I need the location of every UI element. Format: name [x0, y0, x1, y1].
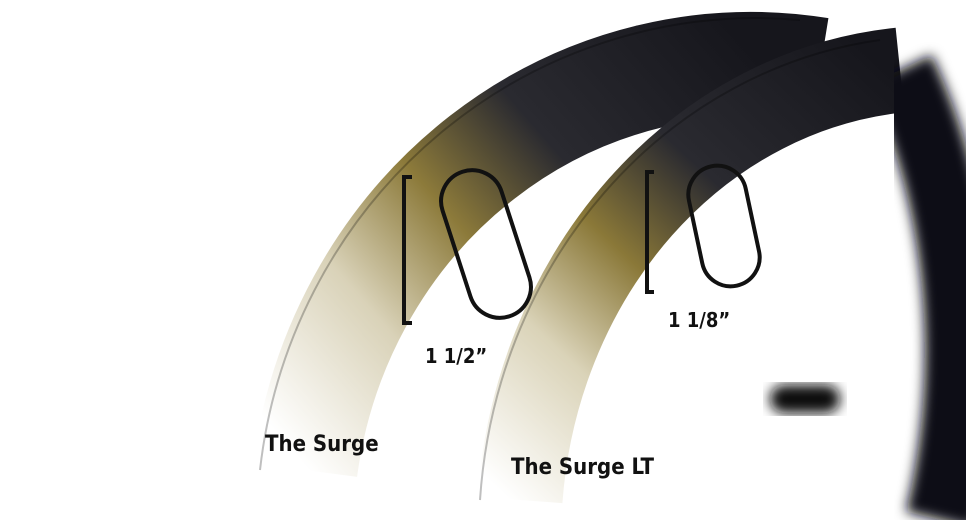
width-label-surge-lt: 1 1/8” [668, 308, 731, 332]
rim-surge [252, 11, 829, 478]
product-name-surge-lt: The Surge LT [511, 455, 654, 480]
rim-surge-lt-right [868, 54, 978, 520]
width-label-surge: 1 1/2” [425, 344, 488, 368]
rim-surge-lt-edge [479, 39, 881, 501]
spoke-hole [770, 385, 840, 413]
rim-surge-lt [477, 27, 905, 504]
width-bracket-1 [402, 175, 412, 325]
rim-profile-1 [439, 168, 533, 320]
product-name-surge: The Surge [265, 432, 379, 457]
width-bracket-2 [645, 170, 654, 294]
rim-surge-edge [259, 17, 801, 471]
rim-profile-2 [686, 163, 762, 289]
